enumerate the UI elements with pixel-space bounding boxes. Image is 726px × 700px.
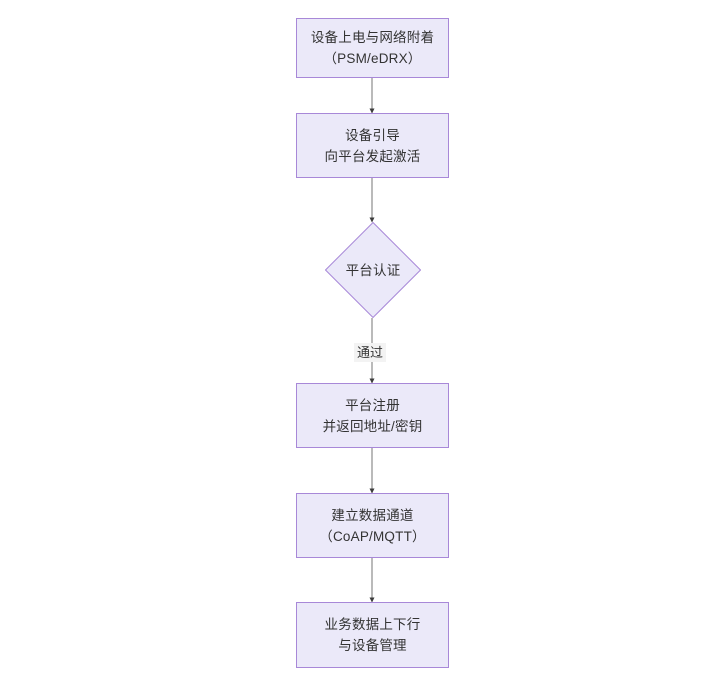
process-node-n6[interactable]: 业务数据上下行与设备管理 xyxy=(296,602,449,668)
process-node-n4[interactable]: 平台注册并返回地址/密钥 xyxy=(296,383,449,448)
process-node-line-1: 设备上电与网络附着 xyxy=(310,30,435,45)
decision-node-label: 平台认证 xyxy=(345,262,401,278)
process-node-line-2: 与设备管理 xyxy=(338,638,407,653)
edge-label-n3-to-n4: 通过 xyxy=(354,343,387,362)
process-node-line-1: 建立数据通道 xyxy=(331,507,414,523)
process-node-line-1: 设备引导 xyxy=(345,127,400,143)
process-node-line-1: 平台注册 xyxy=(345,397,400,413)
process-node-n1[interactable]: 设备上电与网络附着 （PSM/eDRX） xyxy=(296,18,449,78)
process-node-line-2: 并返回地址/密钥 xyxy=(322,418,423,434)
decision-node-n3[interactable]: 平台认证 xyxy=(325,222,421,318)
process-node-n2[interactable]: 设备引导向平台发起激活 xyxy=(296,113,449,178)
process-node-line-2: （CoAP/MQTT） xyxy=(319,528,426,544)
process-node-line-2: （PSM/eDRX） xyxy=(323,51,422,66)
process-node-n5[interactable]: 建立数据通道 （CoAP/MQTT） xyxy=(296,493,449,558)
process-node-line-1: 业务数据上下行 xyxy=(324,617,421,632)
process-node-line-2: 向平台发起激活 xyxy=(324,148,421,164)
diamond-shape-icon xyxy=(325,222,421,318)
